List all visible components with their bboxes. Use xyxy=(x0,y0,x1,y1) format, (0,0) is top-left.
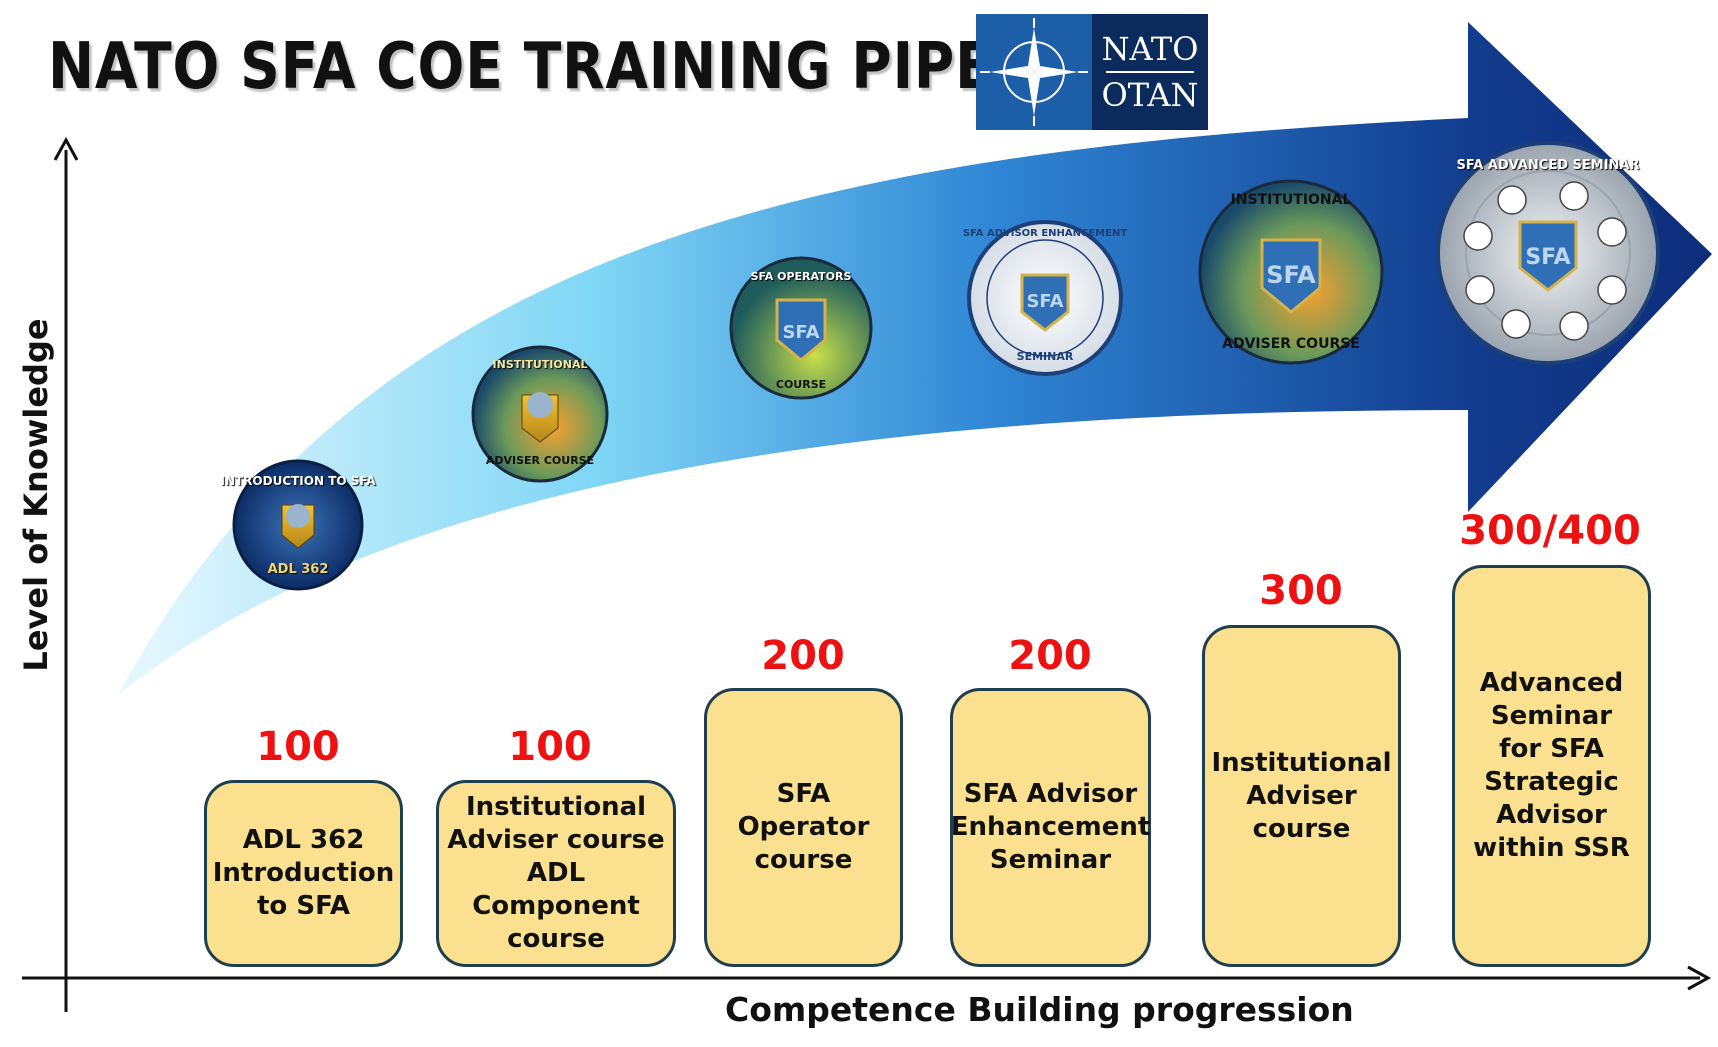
badge-5-top-label: INSTITUTIONAL xyxy=(1230,192,1352,208)
otan-word: OTAN xyxy=(1101,76,1199,114)
course-name-3: SFA Operator course xyxy=(737,779,870,875)
badge-1-bottom-label: ADL 362 xyxy=(267,562,329,577)
course-box-advanced-seminar: Advanced Seminar for SFA Strategic Advis… xyxy=(1452,565,1651,967)
badge-4-bottom-label: SEMINAR xyxy=(1016,350,1074,363)
badge-advisor-enhancement: SFA xyxy=(967,220,1123,376)
course-box-institutional-adl: Institutional Adviser course ADL Compone… xyxy=(436,780,676,967)
badge-3-bottom-label: COURSE xyxy=(775,378,827,391)
logo-divider xyxy=(1106,71,1194,73)
course-box-institutional-adviser: Institutional Adviser course xyxy=(1202,625,1401,967)
x-axis-label: Competence Building progression xyxy=(725,990,1354,1029)
badge-institutional-adviser: SFA xyxy=(1198,179,1384,365)
svg-text:SFA: SFA xyxy=(1026,291,1063,312)
level-label-2: 100 xyxy=(508,724,592,770)
compass-star-icon xyxy=(976,14,1092,130)
badge-5-bottom-label: ADVISER COURSE xyxy=(1222,336,1360,352)
course-name-5: Institutional Adviser course xyxy=(1211,747,1392,844)
level-label-1: 100 xyxy=(256,724,340,770)
badge-1-top-label: INTRODUCTION TO SFA xyxy=(220,474,376,488)
badge-2-top-label: INSTITUTIONAL xyxy=(492,358,588,371)
badge-2-bottom-label: ADVISER COURSE xyxy=(485,454,595,467)
svg-text:SFA: SFA xyxy=(1525,245,1570,270)
badge-advanced-seminar: SFA xyxy=(1436,141,1660,365)
level-label-4: 200 xyxy=(1008,633,1092,679)
badge-4-top-label: SFA ADVISOR ENHANCEMENT xyxy=(962,228,1128,239)
nato-word: NATO xyxy=(1101,30,1199,68)
badge-institutional-adl xyxy=(471,345,609,483)
badge-6-top-label: SFA ADVANCED SEMINAR xyxy=(1456,158,1640,173)
course-box-advisor-enhancement: SFA Advisor Enhancement Seminar xyxy=(950,688,1151,967)
svg-text:SFA: SFA xyxy=(782,322,819,343)
page-title: NATO SFA COE TRAINING PIPELINE xyxy=(48,30,1137,104)
level-label-3: 200 xyxy=(761,633,845,679)
course-name-4: SFA Advisor Enhancement Seminar xyxy=(950,779,1151,875)
course-name-2: Institutional Adviser course ADL Compone… xyxy=(447,792,665,954)
badge-3-top-label: SFA OPERATORS xyxy=(750,270,852,283)
course-box-adl362: ADL 362 Introduction to SFA xyxy=(204,780,403,967)
badge-intro-sfa xyxy=(232,459,364,591)
y-axis-label: Level of Knowledge xyxy=(17,318,55,672)
course-name-6: Advanced Seminar for SFA Strategic Advis… xyxy=(1473,668,1630,863)
nato-otan-wordmark: NATO OTAN xyxy=(1092,14,1208,130)
course-box-sfa-operator: SFA Operator course xyxy=(704,688,903,967)
nato-logo: NATO OTAN xyxy=(976,14,1208,130)
level-label-5: 300 xyxy=(1259,568,1343,614)
badge-sfa-operators: SFA xyxy=(729,256,873,400)
course-name-1: ADL 362 Introduction to SFA xyxy=(212,825,395,921)
svg-text:SFA: SFA xyxy=(1266,261,1316,289)
level-label-6: 300/400 xyxy=(1459,508,1641,554)
